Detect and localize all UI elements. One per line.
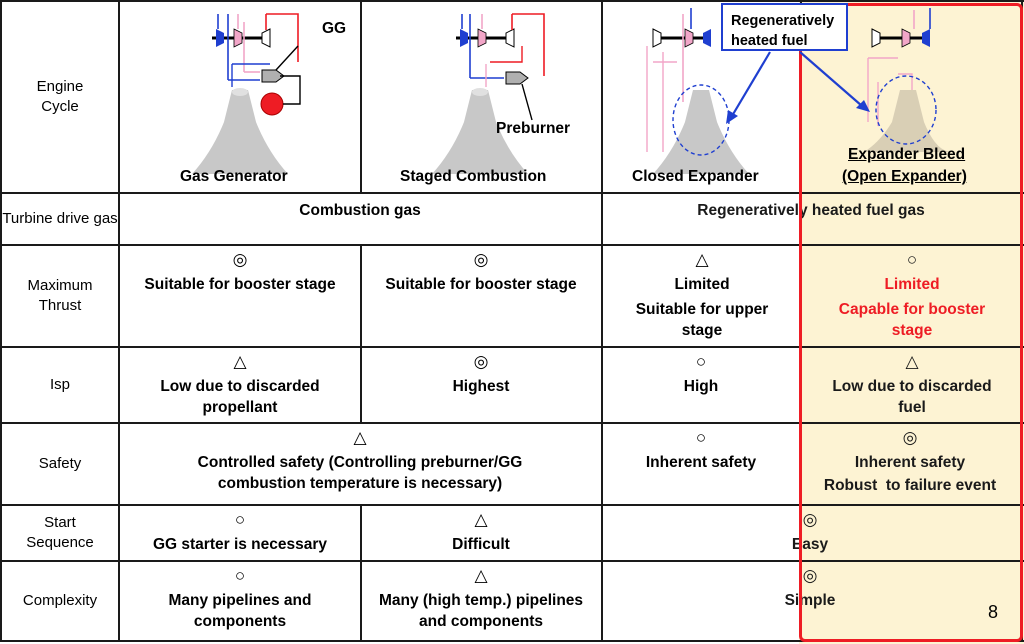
rating-text: Many (high temp.) pipelines and componen…: [378, 592, 584, 630]
rating-symbol: ○: [906, 250, 918, 269]
engine-name-expander-bleed: Expander Bleed: [848, 146, 966, 163]
rating-symbol: ○: [695, 352, 707, 371]
row-divider: [0, 504, 1024, 506]
rating-symbol: ○: [234, 510, 246, 529]
complexity-staged-combustion: △ Many (high temp.) pipelines and compon…: [362, 566, 600, 638]
rating-text: GG starter is necessary: [152, 536, 328, 553]
closed-expander-diagram: [646, 8, 749, 174]
rating-text: Suitable for booster stage: [385, 276, 577, 293]
start-gas-generator: ○ GG starter is necessary: [120, 510, 360, 558]
rating-symbol: ◎: [902, 428, 918, 447]
column-divider: [118, 0, 120, 642]
thrust-staged-combustion: ◎ Suitable for booster stage: [362, 250, 600, 298]
gas-generator-diagram: [192, 13, 301, 174]
row-label-engine-cycle: Engine Cycle: [36, 78, 84, 115]
isp-gas-generator: △ Low due to discarded propellant: [140, 352, 340, 420]
rating-text: Capable for booster stage: [838, 301, 986, 339]
regeneratively-heated-fuel-callout: Regeneratively heated fuel: [721, 3, 848, 51]
row-divider: [0, 192, 1024, 194]
rating-text: Many pipelines and components: [168, 592, 312, 630]
start-staged-combustion: △ Difficult: [362, 510, 600, 558]
rating-symbol: ◎: [802, 510, 818, 529]
column-divider: [360, 504, 362, 642]
rating-text: Controlled safety (Controlling preburner…: [197, 454, 523, 492]
rating-symbol: ◎: [473, 352, 489, 371]
row-label-start-sequence: Start Sequence: [26, 514, 94, 551]
row-divider: [0, 560, 1024, 562]
rating-symbol: ◎: [473, 250, 489, 269]
thrust-gas-generator: ◎ Suitable for booster stage: [120, 250, 360, 298]
row-divider: [0, 422, 1024, 424]
rating-text: Difficult: [452, 536, 510, 553]
rating-symbol: ◎: [802, 566, 818, 585]
column-divider: [360, 0, 362, 192]
rating-text: Low due to discarded fuel: [832, 378, 992, 416]
row-label-safety: Safety: [38, 455, 82, 472]
complexity-gas-generator: ○ Many pipelines and components: [140, 566, 340, 638]
engine-name-staged-combustion: Staged Combustion: [400, 168, 547, 185]
thrust-expander-bleed: ○ Limited Capable for booster stage: [810, 250, 1014, 344]
row-divider: [0, 346, 1024, 348]
rating-text: Robust to failure event: [823, 477, 997, 494]
turbine-drive-combustion-gas: Combustion gas: [299, 201, 421, 219]
rating-symbol: ○: [234, 566, 246, 585]
rating-text: Inherent safety: [645, 454, 757, 471]
engine-name-gas-generator: Gas Generator: [180, 168, 288, 185]
expander-bleed-highlight-border: [799, 3, 1023, 642]
row-label-complexity: Complexity: [22, 592, 98, 609]
isp-staged-combustion: ◎ Highest: [362, 352, 600, 420]
rating-text: Limited: [674, 276, 730, 293]
rating-symbol: △: [474, 510, 488, 529]
callout-arrows: [726, 51, 870, 124]
row-label-turbine-drive-gas: Turbine drive gas: [2, 210, 118, 227]
rating-text: Low due to discarded propellant: [160, 378, 320, 416]
row-label-maximum-thrust: Maximum Thrust: [27, 277, 93, 314]
isp-expander-bleed: △ Low due to discarded fuel: [818, 352, 1006, 420]
rating-symbol: △: [233, 352, 247, 371]
column-divider: [360, 244, 362, 422]
table-border-bottom: [0, 640, 1024, 642]
column-divider: [601, 504, 603, 560]
rating-text: Suitable for upper stage: [635, 301, 769, 339]
column-divider: [601, 0, 603, 504]
label-preburner: Preburner: [496, 120, 571, 137]
label-gg: GG: [322, 20, 347, 37]
rating-text: Suitable for booster stage: [144, 276, 336, 293]
engine-name-open-expander: (Open Expander): [842, 168, 967, 185]
turbine-drive-regen-fuel-gas: Regeneratively heated fuel gas: [697, 201, 925, 219]
engine-name-closed-expander: Closed Expander: [632, 168, 759, 185]
safety-expander-bleed: ◎ Inherent safety Robust to failure even…: [803, 428, 1017, 500]
table-border-top: [0, 0, 1024, 2]
isp-closed-expander: ○ High: [603, 352, 799, 420]
page-number: 8: [988, 602, 999, 622]
rating-symbol: △: [905, 352, 919, 371]
thrust-closed-expander: △ Limited Suitable for upper stage: [612, 250, 792, 344]
rating-text: Inherent safety: [854, 454, 966, 471]
row-label-isp: Isp: [49, 376, 70, 393]
expander-bleed-diagram: [864, 8, 952, 152]
rating-symbol: ○: [695, 428, 707, 447]
rating-text: Simple: [784, 592, 836, 609]
table-border-left: [0, 0, 2, 642]
rating-text: High: [683, 378, 719, 395]
safety-closed-expander: ○ Inherent safety: [603, 428, 799, 500]
rating-symbol: △: [353, 428, 367, 447]
rating-symbol: ◎: [232, 250, 248, 269]
safety-gg-and-staged: △ Controlled safety (Controlling preburn…: [170, 428, 550, 500]
row-divider: [0, 244, 1024, 246]
column-divider: [601, 560, 603, 642]
staged-combustion-diagram: [432, 13, 545, 174]
rating-symbol: △: [474, 566, 488, 585]
rating-symbol: △: [695, 250, 709, 269]
complexity-expander-cycles: ◎ Simple: [740, 566, 880, 614]
rating-text: Highest: [452, 378, 510, 395]
rating-text: Limited: [884, 276, 940, 293]
